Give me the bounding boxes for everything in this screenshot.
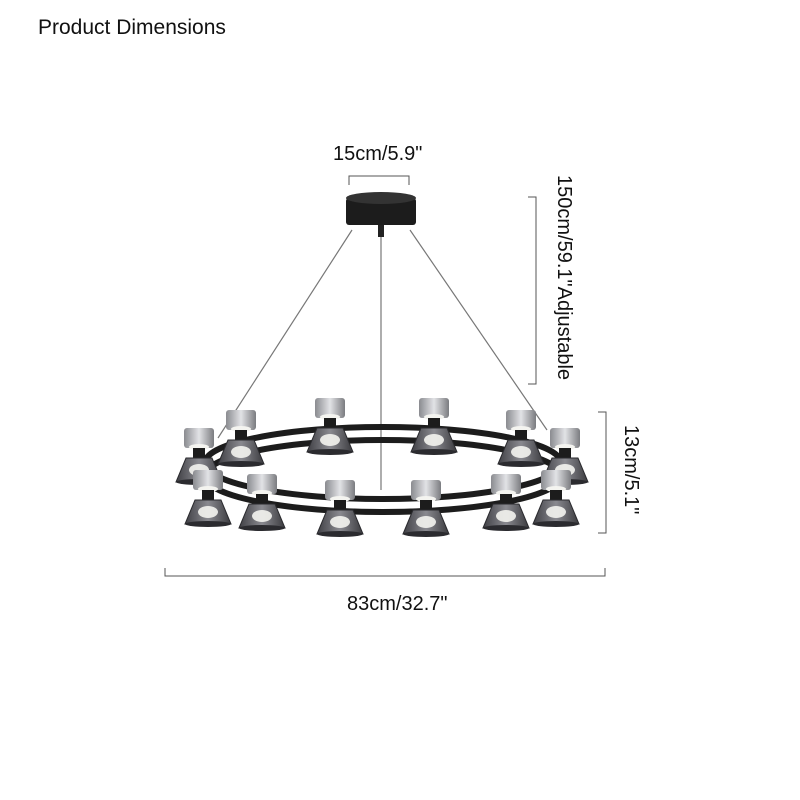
- lamp-head: [217, 410, 265, 467]
- suspension-cables: [217, 229, 548, 490]
- lamp-head: [316, 480, 364, 537]
- canopy-width-label: 15cm/5.9": [333, 143, 423, 165]
- lamp-head: [532, 470, 580, 527]
- lamp-heads: [175, 398, 589, 537]
- fixture-width-bracket: [164, 568, 606, 577]
- lamp-head: [238, 474, 286, 531]
- fixture-height-bracket: [598, 411, 607, 534]
- lamp-head: [482, 474, 530, 531]
- page-title: Product Dimensions: [38, 16, 226, 39]
- canopy-width-bracket: [348, 175, 410, 185]
- ceiling-canopy: [346, 192, 416, 237]
- lamp-head: [402, 480, 450, 537]
- lamp-head: [497, 410, 545, 467]
- lamp-head: [410, 398, 458, 455]
- cable-length-bracket: [528, 196, 537, 385]
- lamp-head: [184, 470, 232, 527]
- lamp-head: [306, 398, 354, 455]
- fixture-width-label: 83cm/32.7": [347, 593, 448, 615]
